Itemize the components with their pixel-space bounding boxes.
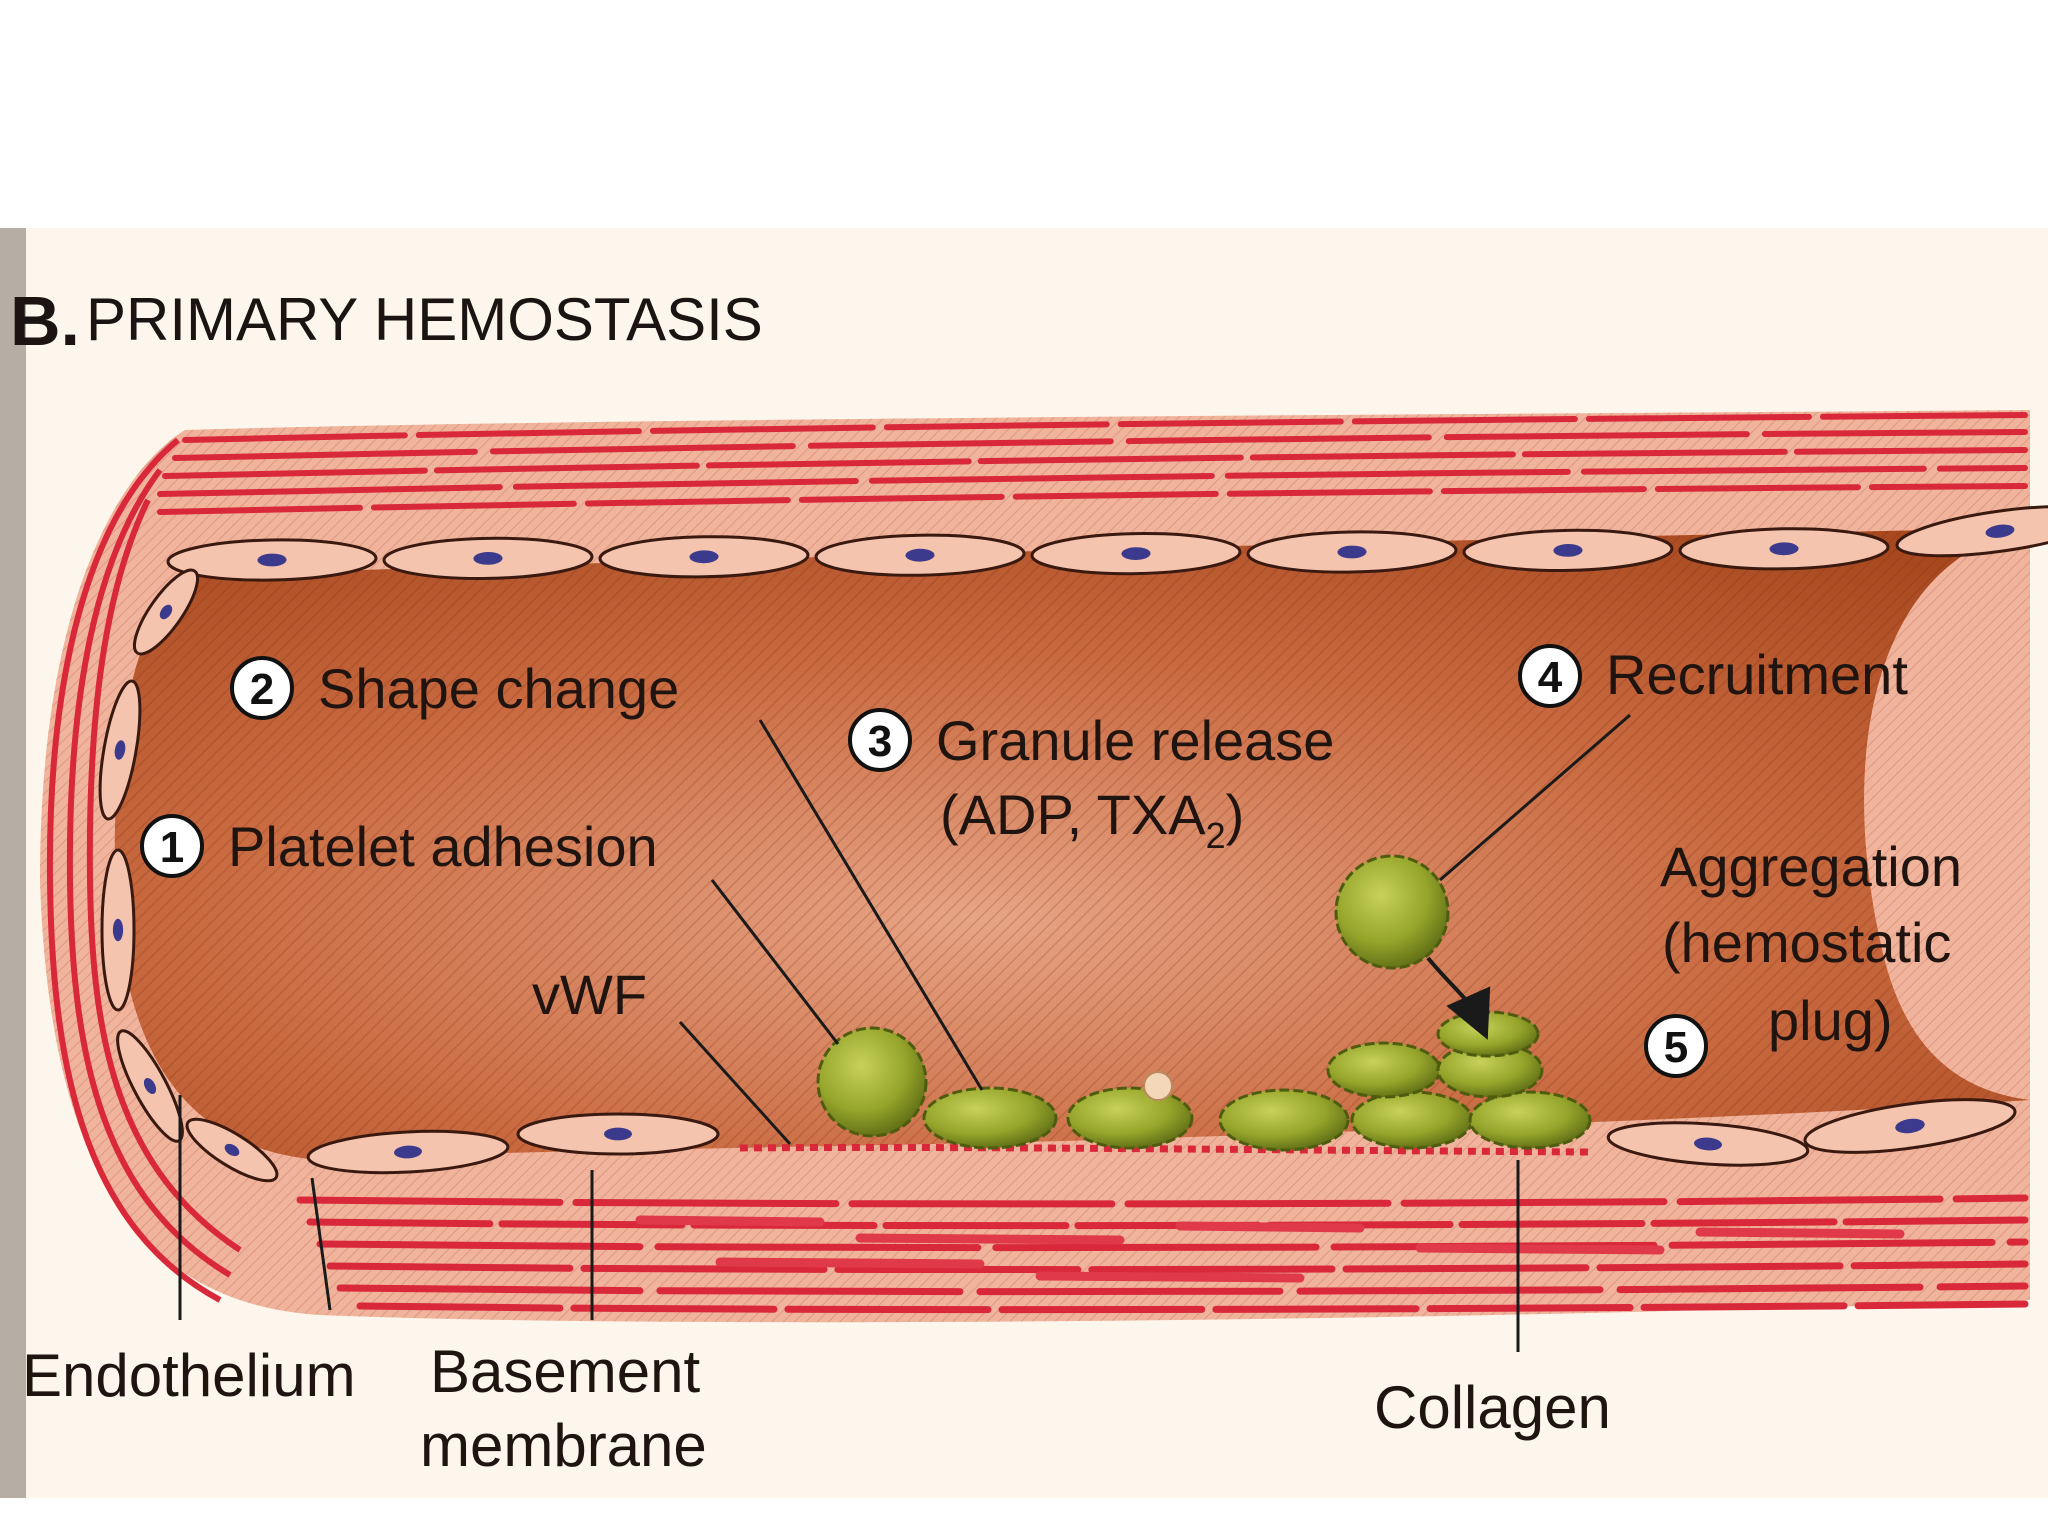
nucleus <box>1337 545 1367 559</box>
step-1-label: Platelet adhesion <box>228 815 658 878</box>
platelet-aggregate <box>1218 1010 1592 1152</box>
diagram-title: B. PRIMARY HEMOSTASIS <box>10 282 763 360</box>
page-gutter-shadow <box>0 228 26 1498</box>
step-2: 2 Shape change <box>230 656 679 720</box>
step-5-label-line2: (hemostatic <box>1662 911 1951 974</box>
nucleus <box>257 553 287 567</box>
nucleus <box>1769 542 1799 556</box>
step-4-badge <box>1518 644 1582 708</box>
basement-membrane-label-line2: membrane <box>420 1412 707 1479</box>
step-3-label-line2: (ADP, TXA2) <box>940 783 1244 856</box>
endothelial-cell <box>1895 505 2048 558</box>
nucleus <box>905 548 935 562</box>
platelet-adhesion <box>816 1026 928 1138</box>
nucleus <box>1985 524 2015 538</box>
step-5-label: Aggregation <box>1660 835 1962 898</box>
endothelial-cell <box>132 568 200 656</box>
nucleus <box>114 740 126 760</box>
step-5-badge <box>1644 1014 1708 1078</box>
endothelial-cell <box>166 538 378 582</box>
endothelial-cell <box>98 679 142 821</box>
basement-membrane-label-line1: Basement <box>430 1338 700 1405</box>
nucleus <box>473 551 503 565</box>
endothelial-cell <box>1606 1121 1810 1167</box>
nucleus <box>1553 543 1583 557</box>
nucleus <box>1895 1118 1925 1134</box>
endothelial-cell <box>598 535 810 579</box>
collagen-fibers <box>635 1215 1905 1283</box>
endothelium-left-column <box>98 568 279 1183</box>
step-5: Aggregation (hemostatic 5 plug) <box>1644 835 1962 1078</box>
endothelial-cell <box>306 1129 510 1175</box>
endothelium-label: Endothelium <box>22 1342 356 1409</box>
endothelial-cell <box>1678 527 1890 571</box>
step-1-number: 1 <box>160 823 184 872</box>
endothelial-cell <box>1246 530 1458 574</box>
nucleus <box>1121 547 1151 561</box>
nucleus <box>159 604 173 620</box>
title-letter: B. <box>10 282 80 360</box>
step-4-label: Recruitment <box>1606 643 1908 706</box>
step-3-badge <box>848 708 912 772</box>
step-3: 3 Granule release (ADP, TXA2) <box>848 708 1334 856</box>
step-1-badge <box>140 814 204 878</box>
endothelial-cell <box>1030 532 1242 576</box>
step-2-number: 2 <box>250 665 274 714</box>
left-wall-stripes <box>46 437 242 1303</box>
nucleus <box>394 1145 422 1159</box>
step-3-number: 3 <box>868 717 892 766</box>
nucleus <box>143 1077 157 1095</box>
step-2-label: Shape change <box>318 657 679 720</box>
endothelium-bottom-row <box>306 1098 2017 1175</box>
step-4: 4 Recruitment <box>1518 643 1908 708</box>
platelet-granule-release <box>1066 1071 1194 1150</box>
nucleus <box>1694 1137 1722 1151</box>
platelet-shape-change <box>922 1086 1058 1150</box>
vwf-strand <box>739 1143 1591 1156</box>
endothelium-top-row <box>166 505 2048 582</box>
lower-wall-stripes <box>296 1194 2029 1314</box>
step-3-label: Granule release <box>936 709 1334 772</box>
nucleus <box>224 1143 240 1157</box>
nucleus <box>604 1127 632 1141</box>
nucleus <box>112 918 124 942</box>
endothelial-cell <box>814 533 1026 577</box>
endothelial-cell <box>516 1112 720 1156</box>
step-1: 1 Platelet adhesion <box>140 814 658 878</box>
step-5-number: 5 <box>1664 1023 1688 1072</box>
step-5-label-line3: plug) <box>1768 989 1893 1052</box>
title-text: PRIMARY HEMOSTASIS <box>86 286 763 353</box>
endothelial-cell <box>1803 1098 2017 1154</box>
recruitment-arrow <box>1426 956 1491 1040</box>
endothelial-cell <box>1462 528 1674 572</box>
step-4-number: 4 <box>1538 653 1563 702</box>
platelet-recruitment <box>1334 854 1450 970</box>
collagen-label: Collagen <box>1374 1374 1611 1441</box>
endothelial-cell <box>100 848 136 1012</box>
endothelial-cell <box>185 1117 279 1183</box>
endothelial-cell <box>382 536 594 580</box>
upper-wall-stripes <box>157 412 2028 515</box>
leader-lines <box>178 713 1631 1352</box>
vwf-label: vWF <box>532 963 647 1026</box>
step-2-badge <box>230 656 294 720</box>
nucleus <box>689 550 719 564</box>
